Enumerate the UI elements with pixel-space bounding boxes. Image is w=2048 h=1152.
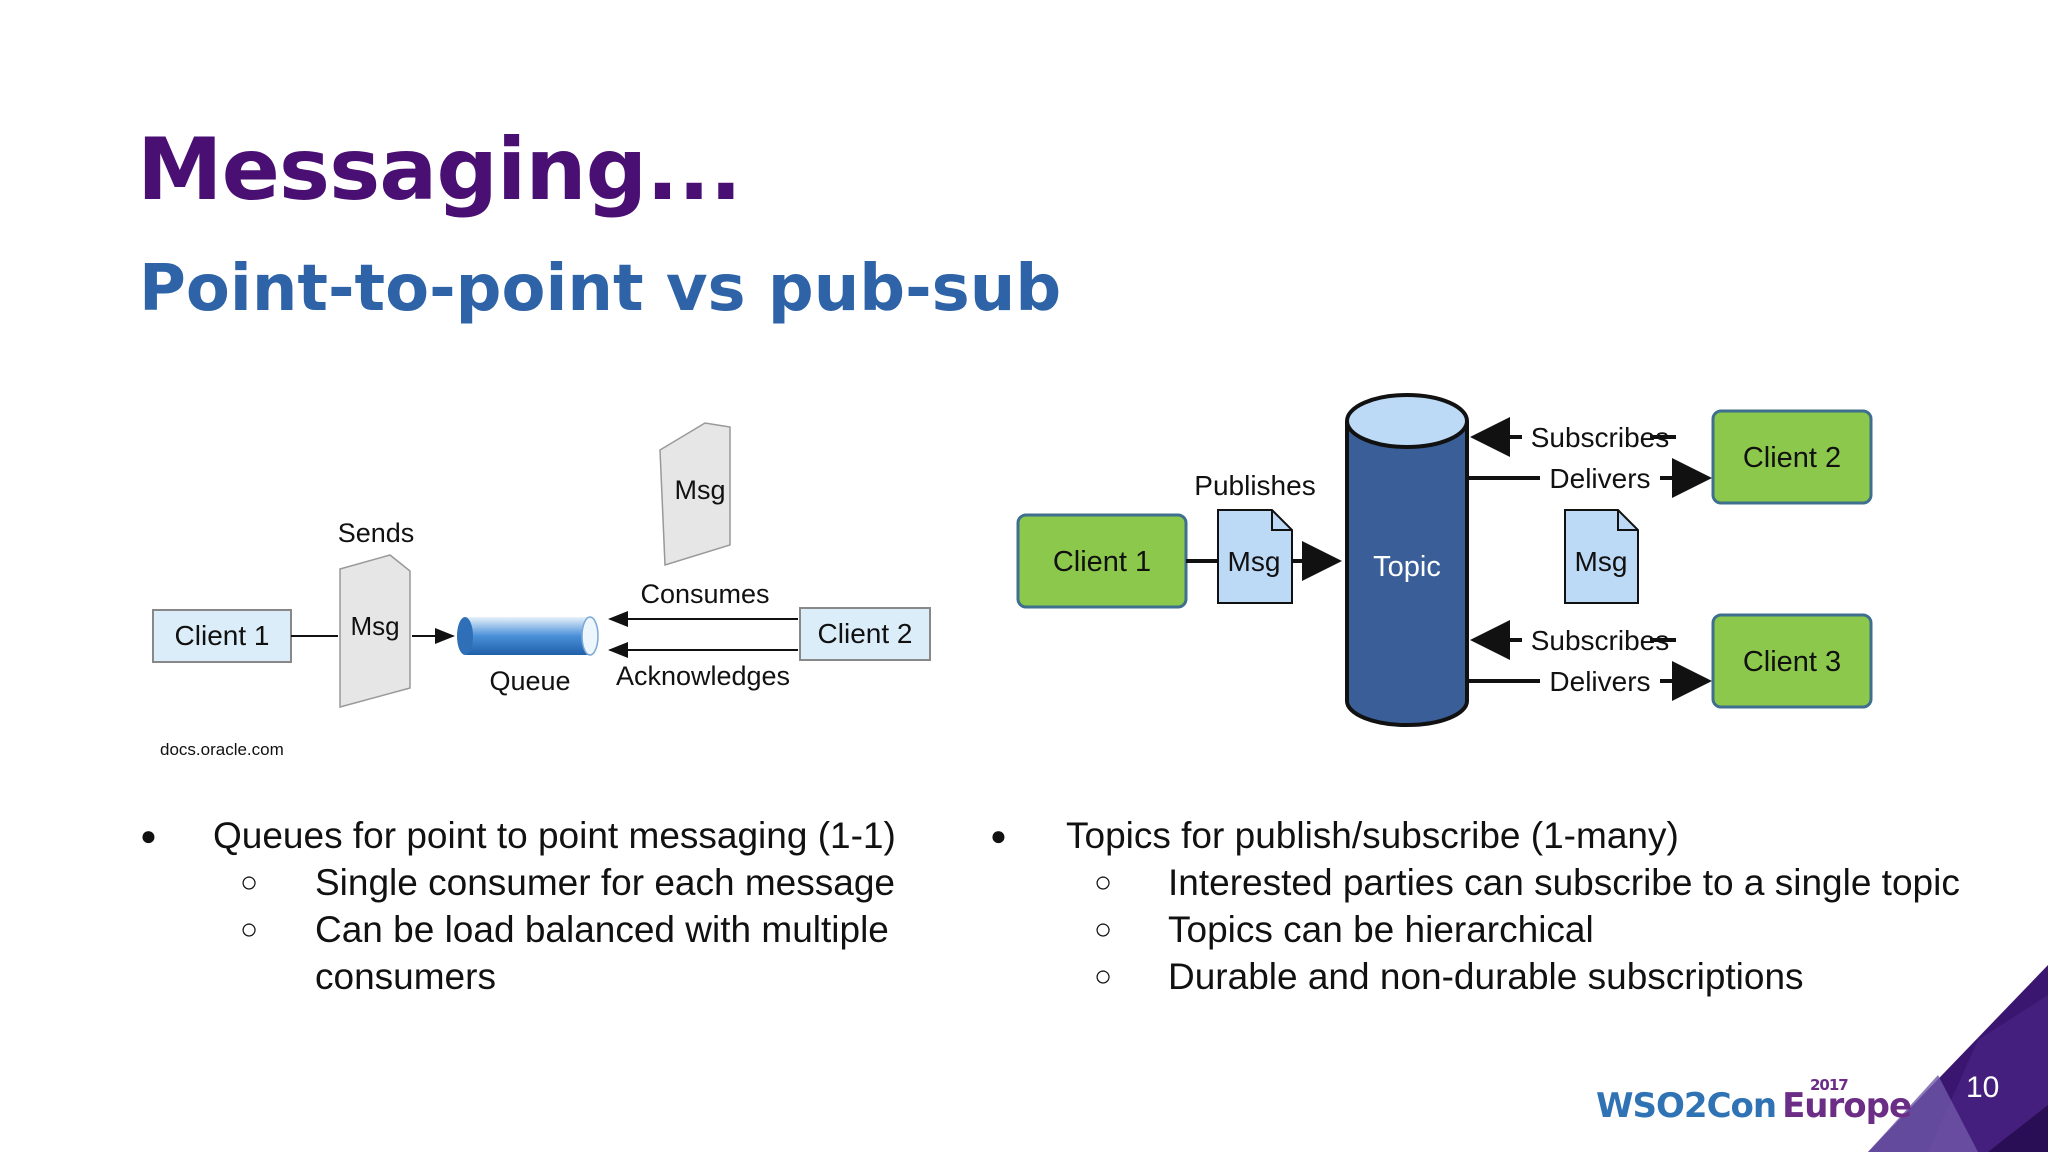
bullet-marker: ●: [140, 820, 157, 851]
topic-cylinder: [1345, 393, 1469, 727]
delivers-bottom-label: Delivers: [1549, 666, 1650, 697]
pubsub-client2-box: [1711, 409, 1873, 505]
left-sub-bullet-1: ○ Single consumer for each message: [140, 859, 970, 906]
sub-bullet-marker: ○: [1094, 960, 1113, 993]
left-sub2-text-cont: consumers: [315, 956, 496, 997]
delivers-top-label: Delivers: [1549, 463, 1650, 494]
acknowledges-label: Acknowledges: [616, 661, 790, 691]
client2-box: [799, 607, 931, 661]
slide-title: Messaging...: [137, 120, 742, 220]
slide-subtitle: Point-to-point vs pub-sub: [139, 252, 1062, 326]
msg-document-sent: Msg: [339, 554, 411, 708]
bullet-marker: ●: [990, 820, 1007, 851]
right-bullet-list: ● Topics for publish/subscribe (1-many) …: [990, 812, 2040, 1000]
client2-label: Client 2: [818, 618, 913, 649]
client1-box: [152, 609, 292, 663]
source-credit: docs.oracle.com: [160, 740, 284, 759]
msg-delivered-label: Msg: [1575, 546, 1628, 577]
pubsub-client3-box: [1711, 613, 1873, 709]
pub-sub-diagram: Client 1 Publishes Msg Topic Subscribes …: [1016, 393, 1873, 727]
page-number: 10: [1966, 1071, 2000, 1104]
left-sub-bullet-2-continuation: consumers: [140, 953, 970, 1000]
right-sub-bullet-3: ○ Durable and non-durable subscriptions: [990, 953, 2040, 1000]
pubsub-client3-label: Client 3: [1743, 646, 1841, 678]
msg-sent-label: Msg: [350, 611, 399, 641]
msg-published-document: Msg: [1217, 509, 1293, 604]
sub-bullet-marker: ○: [240, 913, 259, 946]
msg-published-label: Msg: [1228, 546, 1281, 577]
right-sub-bullet-1: ○ Interested parties can subscribe to a …: [990, 859, 2040, 906]
right-sub-bullet-2: ○ Topics can be hierarchical: [990, 906, 2040, 953]
right-sub3-text: Durable and non-durable subscriptions: [1168, 956, 1804, 997]
corner-decoration: [1868, 965, 2048, 1152]
publishes-label: Publishes: [1194, 470, 1315, 501]
subscribes-bottom-label: Subscribes: [1531, 625, 1670, 656]
right-main-text: Topics for publish/subscribe (1-many): [1066, 815, 1679, 856]
queue-cylinder: [457, 616, 599, 656]
sub-bullet-marker: ○: [1094, 866, 1113, 899]
pubsub-client1-label: Client 1: [1053, 546, 1151, 578]
left-main-bullet: ● Queues for point to point messaging (1…: [140, 812, 970, 859]
subscribes-top-label: Subscribes: [1531, 422, 1670, 453]
left-sub1-text: Single consumer for each message: [315, 862, 895, 903]
right-sub1-text: Interested parties can subscribe to a si…: [1168, 862, 1960, 903]
left-bullet-list: ● Queues for point to point messaging (1…: [140, 812, 970, 1000]
pubsub-client2-label: Client 2: [1743, 442, 1841, 474]
sends-label: Sends: [338, 518, 415, 548]
queue-label: Queue: [489, 666, 570, 696]
sub-bullet-marker: ○: [1094, 913, 1113, 946]
client1-label: Client 1: [175, 620, 270, 651]
msg-delivered-document: Msg: [1564, 509, 1639, 604]
left-sub-bullet-2: ○ Can be load balanced with multiple: [140, 906, 970, 953]
left-sub2-text: Can be load balanced with multiple: [315, 909, 889, 950]
point-to-point-diagram: Client 1 Sends Msg Queue Msg Consumes Ac…: [152, 422, 931, 708]
msg-consumed-label: Msg: [674, 475, 725, 505]
consumes-label: Consumes: [640, 579, 769, 609]
right-sub2-text: Topics can be hierarchical: [1168, 909, 1594, 950]
right-main-bullet: ● Topics for publish/subscribe (1-many): [990, 812, 2040, 859]
topic-label: Topic: [1373, 551, 1441, 583]
sub-bullet-marker: ○: [240, 866, 259, 899]
msg-document-consumed: Msg: [659, 422, 731, 567]
left-main-text: Queues for point to point messaging (1-1…: [213, 815, 896, 856]
